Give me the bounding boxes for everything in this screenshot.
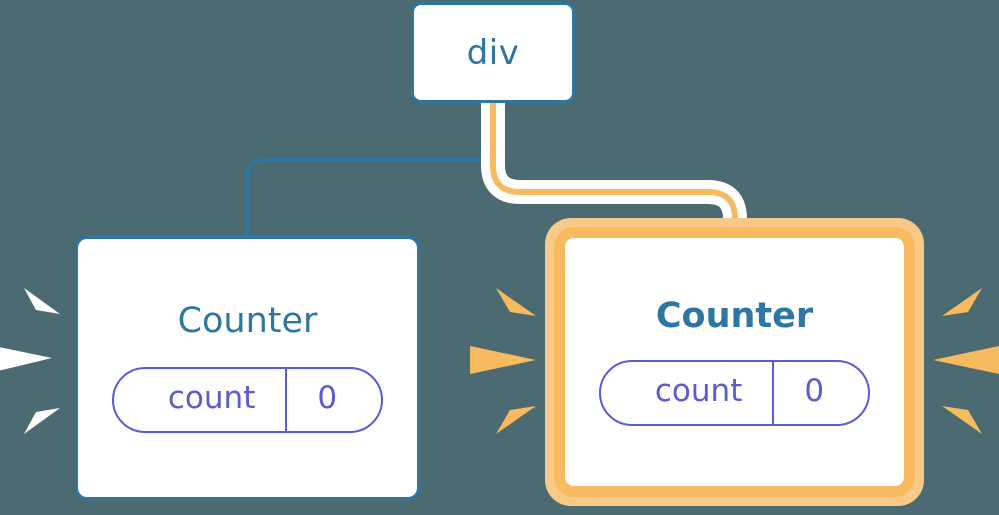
sparkle-ray-top-icon [938,280,986,326]
state-pill-counter-left: count 0 [111,366,384,433]
node-counter-left[interactable]: Counter count 0 [75,236,420,500]
edge-root-to-counter-right [490,100,738,239]
edge-root-to-counter-left [245,101,495,238]
sparkle-ray-middle-icon [932,342,999,378]
state-value: 0 [772,361,868,424]
edge-root-to-counter-right-halo [481,91,747,248]
rerender-highlight-ring: Counter count 0 [554,227,915,497]
sparkle-right-of-counter-right [930,280,999,450]
state-pill-counter-right: count 0 [598,359,871,426]
state-value: 0 [285,368,381,431]
sparkle-left-of-counter-right [470,280,540,450]
node-counter-right[interactable]: Counter count 0 [545,218,924,506]
node-counter-left-title: Counter [177,300,318,341]
sparkle-ray-middle-icon [470,342,538,378]
sparkle-ray-bottom-icon [938,396,986,442]
sparkle-ray-bottom-icon [492,396,540,442]
sparkle-ray-bottom-icon [20,398,64,442]
node-div[interactable]: div [411,2,575,103]
node-div-label: div [466,32,520,73]
node-counter-right-title: Counter [655,295,814,336]
sparkle-left-of-counter-left [0,280,62,450]
state-key: count [654,372,743,409]
state-key: count [167,379,256,416]
sparkle-ray-top-icon [20,280,64,324]
sparkle-ray-middle-icon [0,342,56,376]
sparkle-ray-top-icon [492,280,540,326]
